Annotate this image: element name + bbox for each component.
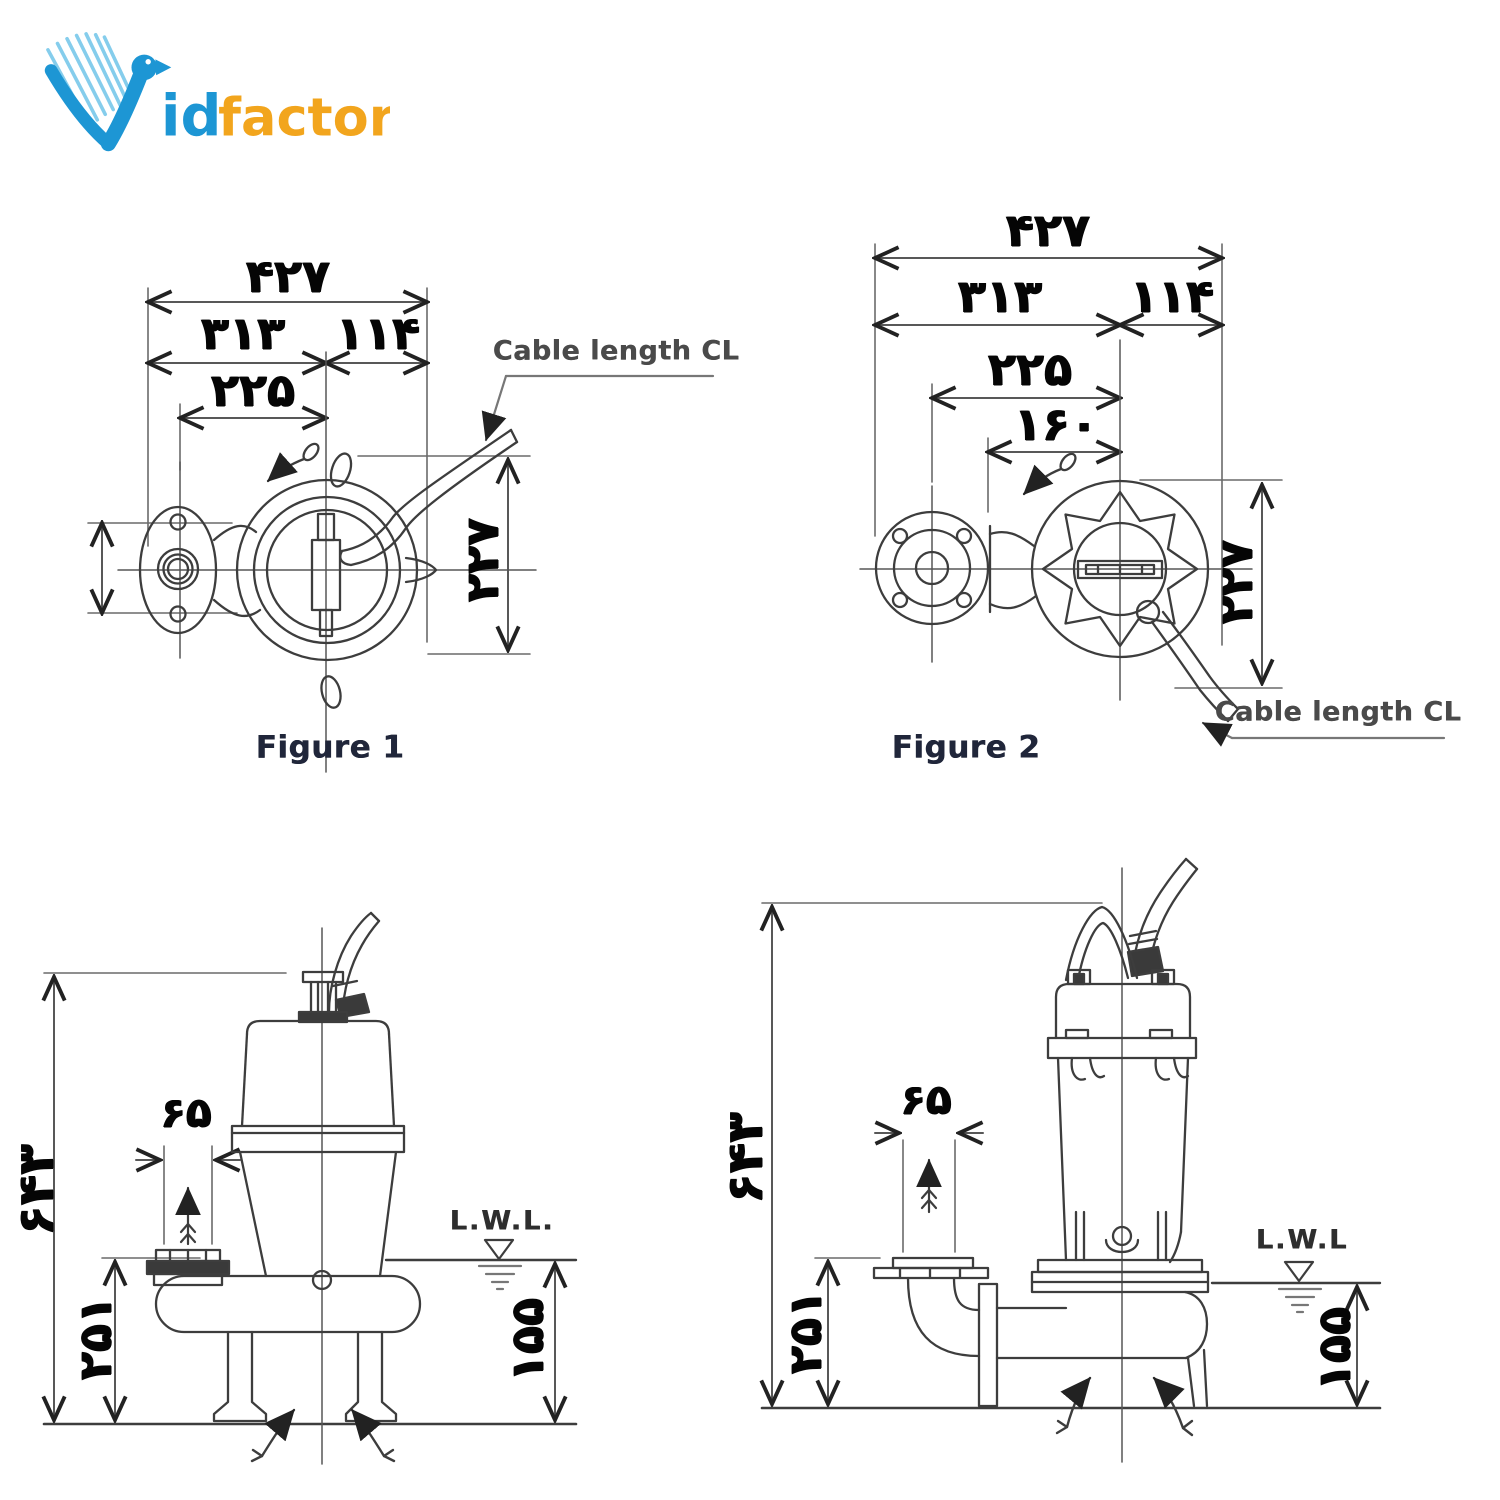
fig1-dim-114: ۱۱۴ [335,306,421,360]
figure4-leg [1186,1348,1209,1408]
figure2-rotation-arrow-icon [1022,452,1077,496]
fig2-cable-length-label: Cable length CL [1214,696,1462,728]
fig2-dim-427: ۴۲۷ [1005,203,1091,257]
fig2-dim-227: ۲۲۷ [1209,539,1263,625]
fig4-dim-155: ۱۵۵ [1307,1306,1361,1392]
fig2-dim-313: ۳۱۳ [957,269,1043,323]
fig3-dim-155: ۱۵۵ [500,1297,554,1383]
figure4-mounting-plates [1030,1258,1210,1294]
fig4-water-level-label: L.W.L [1255,1224,1349,1256]
fig3-dim-643: ۶۴۳ [7,1144,65,1236]
fig4-dim-65: ۶۵ [900,1075,952,1124]
fig1-caption: Figure 1 [255,729,405,766]
figure4-handle [1064,905,1139,982]
fig1-dim-313: ۳۱۳ [200,306,286,360]
figure3-extension-lines [43,972,287,1259]
figure3-dimension-lines [54,977,555,1420]
figure4-cable [1126,857,1199,978]
fig2-caption: Figure 2 [891,729,1041,766]
fig3-water-level-label: L.W.L. [449,1205,555,1237]
figure4-dimension-lines [772,907,1357,1404]
figure4-suction-arrows [1055,1376,1194,1437]
figure1-rotation-arrow-icon [266,442,320,483]
figure3-top-fitting [297,970,349,1024]
figure2-top-view [859,243,1446,747]
logo-text-vid: id [161,83,222,150]
figure3-discharge-flange [145,1248,231,1287]
figure4-discharge-elbow [872,1256,999,1408]
figure2-dimension-lines [875,258,1262,683]
vidfactor-logo: id factor [44,32,390,152]
figure4-water-level-icon [1277,1260,1323,1314]
fig1-dim-227: ۲۲۷ [455,517,509,603]
figure3-motor-body [230,1019,406,1291]
fig1-cable-length-label: Cable length CL [492,335,740,367]
figure4-volute [995,1290,1209,1360]
fig3-dim-251: ۲۵۱ [68,1295,122,1381]
fig4-dim-251: ۲۵۱ [778,1289,832,1375]
fig2-dim-225: ۲۲۵ [987,342,1073,396]
figure1-suction-flange [138,505,262,635]
fig4-dim-643: ۶۴۳ [716,1112,774,1204]
figure3-side-view [43,911,578,1465]
figure2-suction-flange [874,510,1038,626]
fig3-dim-65: ۶۵ [160,1088,212,1137]
figure1-cable-leader [481,374,715,442]
figure2-cable [1135,599,1240,723]
figure3-water-level-icon [477,1238,523,1291]
fig2-dim-114: ۱۱۴ [1129,269,1215,323]
figure4-side-view [761,857,1382,1463]
figure1-cable [339,428,519,567]
figure2-cable-leader [1201,721,1446,747]
fig1-dim-225: ۲۲۵ [210,363,296,417]
figure4-flow-arrow [916,1158,942,1214]
figure4-extension-lines [761,902,1103,1259]
figure3-volute [154,1274,422,1334]
figure3-flow-arrow [175,1186,201,1246]
figure1-pump-body [235,452,438,709]
figure1-top-view [87,287,715,773]
figure3-legs [212,1330,398,1423]
figure3-suction-arrows [250,1408,396,1463]
figure2-centerlines [859,339,1253,701]
vidfactor-bird-icon [44,32,172,152]
figure1-dimension-lines [102,302,508,650]
logo-text-factor: factor [218,88,390,149]
fig1-dim-427: ۴۲۷ [245,249,331,303]
figure4-motor-body [1046,968,1198,1264]
figure2-pump-body [1030,479,1210,659]
fig2-dim-160: ۱۶۰ [1013,397,1099,451]
